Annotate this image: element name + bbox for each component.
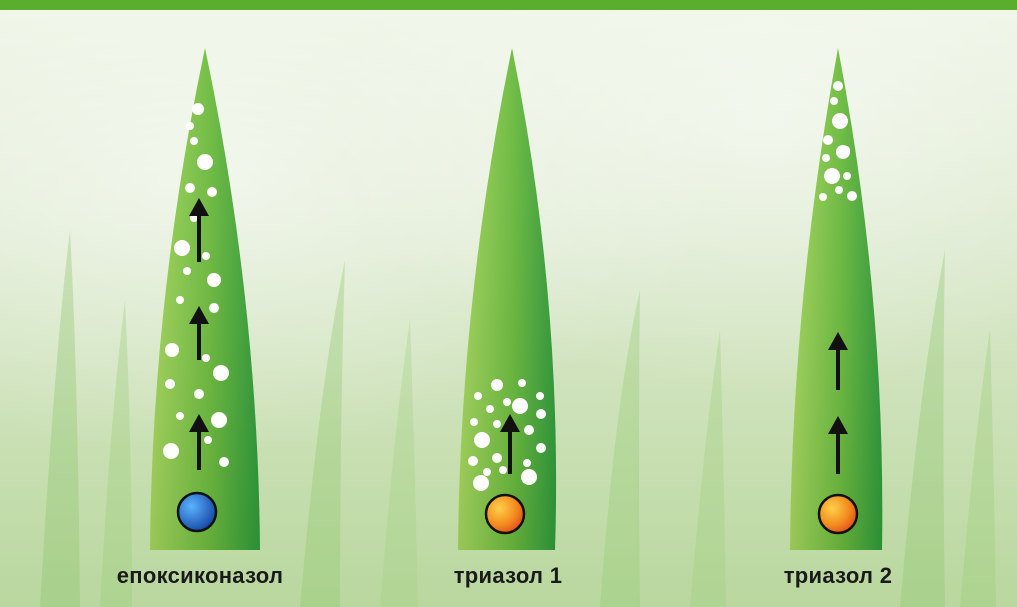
orange-circle-icon xyxy=(486,495,524,533)
leaf-epoxiconazole xyxy=(150,48,260,550)
orange-circle-icon xyxy=(819,495,857,533)
label-epoxiconazole: епоксиконазол xyxy=(70,563,330,589)
blue-circle-icon xyxy=(178,493,216,531)
label-triazole-2: триазол 2 xyxy=(708,563,968,589)
label-triazole-1: триазол 1 xyxy=(378,563,638,589)
leaf-triazole-1 xyxy=(458,48,556,550)
